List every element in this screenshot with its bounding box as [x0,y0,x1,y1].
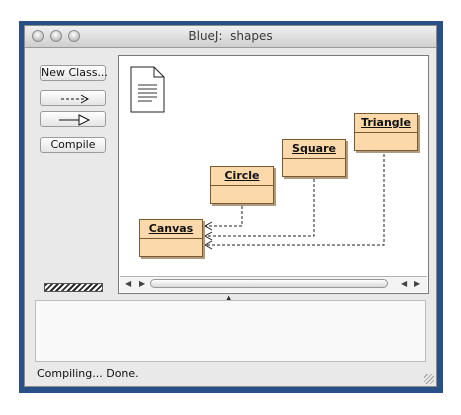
hollow-triangle-arrow-icon [59,114,91,126]
new-dependency-arrow-button[interactable] [40,90,106,106]
class-name-circle: Circle [211,167,273,186]
class-circle[interactable]: Circle [210,166,274,204]
scrollbar-thumb[interactable] [150,279,388,288]
dashed-arrow-icon [61,94,90,104]
message-area[interactable] [35,300,426,362]
horizontal-scrollbar[interactable]: ◀ ▶ ◀ ▶ [120,276,427,292]
class-square[interactable]: Square [282,139,346,177]
split-pane-handle[interactable]: ▲ [226,294,232,302]
resize-grip-icon[interactable] [424,374,434,384]
scroll-left-icon[interactable]: ◀ [401,279,408,288]
status-text: Compiling... Done. [37,367,139,380]
bluej-window: BlueJ: shapes New Class... Compile [24,25,437,387]
zoom-window-button[interactable] [68,30,80,42]
dependency-arrows [203,149,385,250]
class-diagram-canvas[interactable]: Triangle Square Circle Canvas ◀ ▶ ◀ ▶ [118,55,429,294]
new-inheritance-arrow-button[interactable] [40,111,106,127]
compile-button[interactable]: Compile [40,137,106,153]
minimize-window-button[interactable] [50,30,62,42]
window-title: BlueJ: shapes [188,29,273,43]
close-window-button[interactable] [32,30,44,42]
class-triangle[interactable]: Triangle [354,113,418,151]
progress-indicator [44,283,103,292]
title-bar[interactable]: BlueJ: shapes [25,26,436,48]
class-name-triangle: Triangle [355,114,417,133]
document-icon[interactable] [130,66,166,114]
scroll-right-near-icon[interactable]: ▶ [139,279,146,288]
new-class-button[interactable]: New Class... [40,65,108,81]
class-name-square: Square [283,140,345,159]
class-name-canvas: Canvas [140,220,202,239]
scroll-left-far-icon[interactable]: ◀ [125,279,132,288]
scroll-right-icon[interactable]: ▶ [414,279,421,288]
class-canvas[interactable]: Canvas [139,219,203,257]
